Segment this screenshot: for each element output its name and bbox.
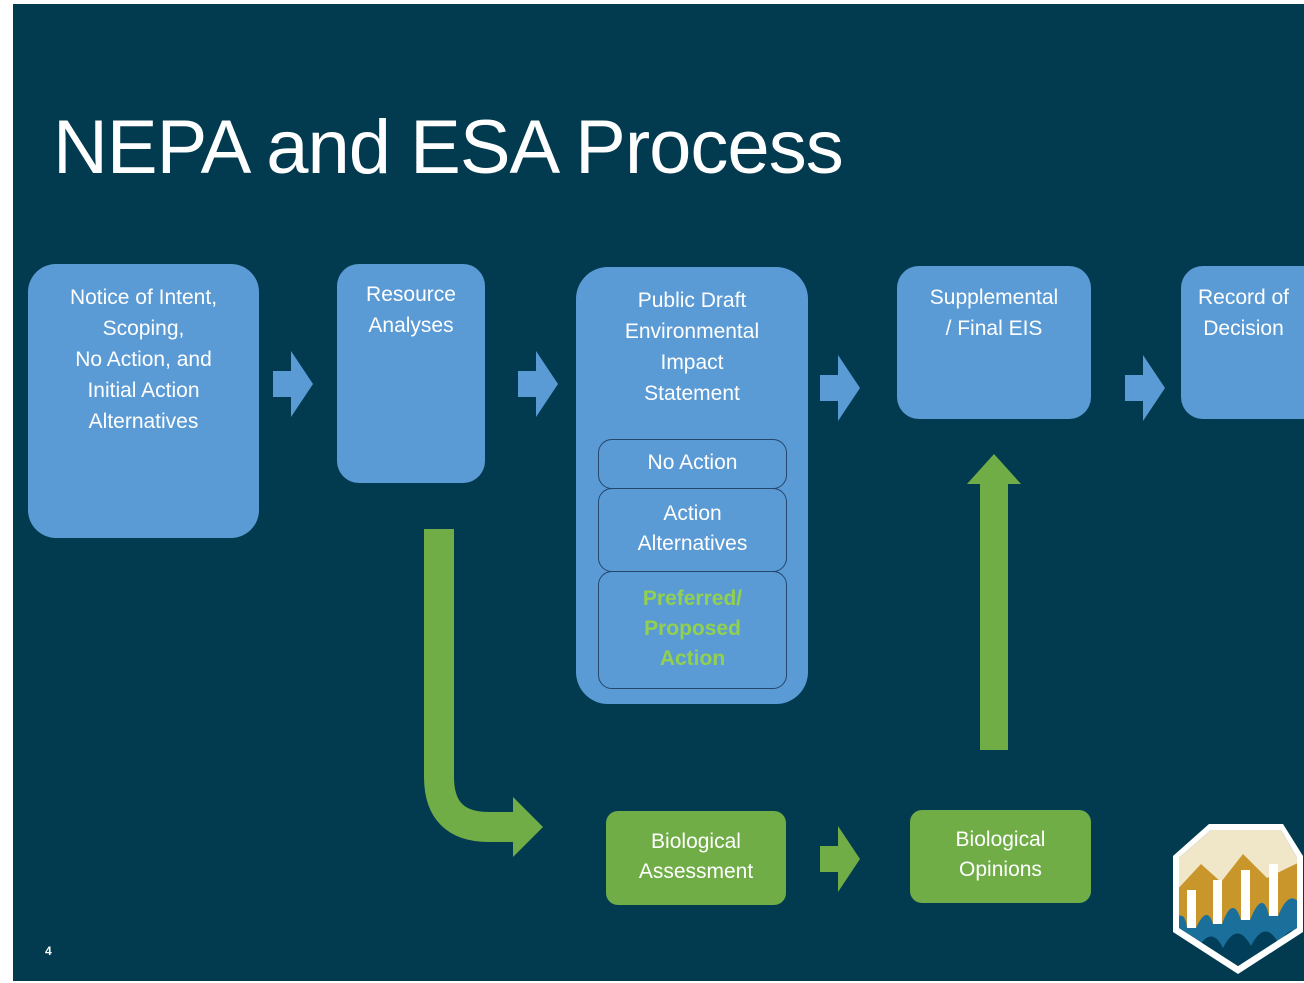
supplemental-final-eis-box: Supplemental / Final EIS	[897, 266, 1091, 419]
biological-assessment-box: Biological Assessment	[606, 811, 786, 905]
right-arrow-icon	[820, 826, 860, 892]
supplemental-final-eis-label: Supplemental / Final EIS	[929, 286, 1059, 340]
right-arrow-icon	[820, 355, 860, 421]
biological-opinions-box: Biological Opinions	[910, 810, 1091, 903]
notice-of-intent-label: Notice of Intent, Scoping, No Action, an…	[69, 286, 218, 433]
record-of-decision-box: Record of Decision	[1181, 266, 1304, 419]
public-draft-eis-label: Public Draft Environmental Impact Statem…	[624, 289, 760, 405]
right-arrow-icon	[518, 351, 558, 417]
resource-analyses-box: Resource Analyses	[337, 264, 485, 483]
bent-down-right-arrow-icon	[424, 529, 543, 857]
right-arrow-icon	[273, 351, 313, 417]
preferred-proposed-action-option: Preferred/ Proposed Action	[598, 571, 787, 689]
right-arrow-icon	[1125, 355, 1165, 421]
up-arrow-icon	[967, 454, 1021, 750]
page-number: 4	[45, 944, 52, 958]
public-draft-eis-box: Public Draft Environmental Impact Statem…	[576, 267, 808, 704]
no-action-option: No Action	[598, 439, 787, 489]
slide: NEPA and ESA Process Notice of Intent, S…	[13, 4, 1304, 981]
action-alternatives-option: Action Alternatives	[598, 488, 787, 572]
reclamation-logo	[1173, 824, 1303, 974]
resource-analyses-label: Resource Analyses	[366, 283, 456, 337]
record-of-decision-label: Record of Decision	[1197, 286, 1290, 340]
notice-of-intent-box: Notice of Intent, Scoping, No Action, an…	[28, 264, 259, 538]
slide-title: NEPA and ESA Process	[53, 105, 844, 190]
